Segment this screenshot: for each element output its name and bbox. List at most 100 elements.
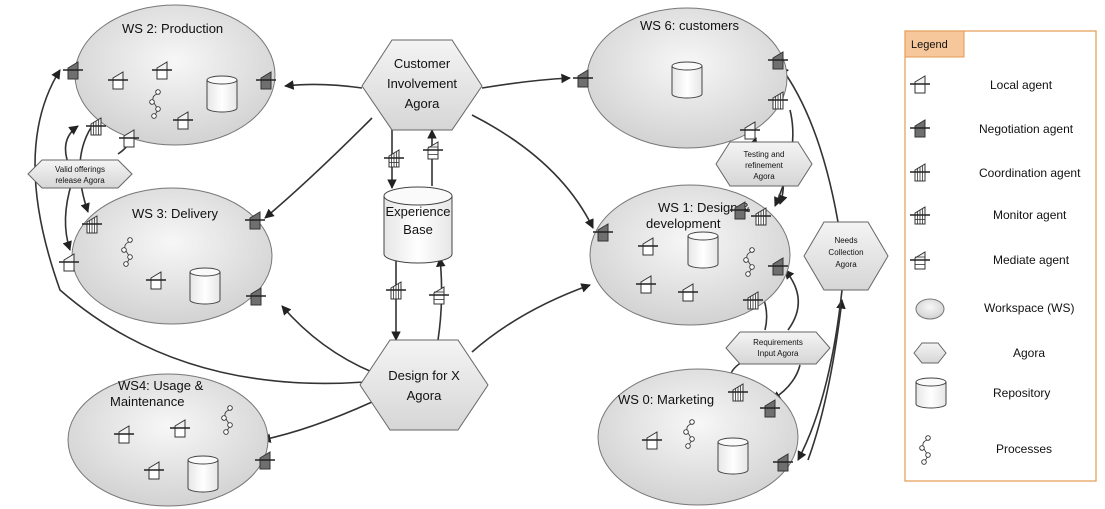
- agora-label-line2: Involvement: [387, 76, 457, 91]
- negotiation-agent-icon: [255, 451, 275, 470]
- agora-label-line3: Agora: [753, 172, 775, 181]
- workspace-marketing: WS 0: Marketing: [597, 368, 799, 506]
- legend-label-monitor-agent: Monitor agent: [993, 208, 1067, 222]
- legend-label-processes: Processes: [996, 442, 1052, 456]
- agora-valid-offerings: Valid offerings release Agora: [27, 159, 133, 189]
- agora-label-line1: Customer: [394, 56, 451, 71]
- negotiation-agent-icon: [768, 257, 788, 276]
- agents-layer: [59, 51, 793, 493]
- local-agent-icon: [170, 419, 190, 438]
- agora-label-line1: Design for X: [388, 368, 460, 383]
- mediate-agent-icon: [910, 251, 930, 270]
- workspace-title-delivery: WS 3: Delivery: [132, 206, 218, 221]
- legend-label-agora: Agora: [1013, 346, 1045, 360]
- agora-icon: [725, 331, 831, 365]
- workspace-title-marketing: WS 0: Marketing: [618, 392, 714, 407]
- agora-label-line1: Testing and: [744, 150, 785, 159]
- repository-top: [383, 186, 453, 206]
- agora-customer-involvement: Customer Involvement Agora: [361, 39, 483, 131]
- legend-title: Legend: [911, 39, 948, 51]
- coordination-agent-icon: [728, 383, 748, 402]
- local-agent-icon: [638, 237, 658, 256]
- repository-icon: [383, 196, 453, 264]
- repository-label-line2: Base: [403, 222, 433, 237]
- coordination-agent-icon: [768, 91, 788, 110]
- coordination-agent-icon: [82, 215, 102, 234]
- workspace-title-production: WS 2: Production: [122, 21, 223, 36]
- agora-icon: [913, 342, 947, 364]
- negotiation-agent-icon: [730, 201, 750, 220]
- agora-testing-refinement: Testing and refinement Agora: [715, 141, 813, 187]
- legend: Legend Local agent Negotiation agent Coo…: [904, 30, 1097, 482]
- agora-icon: [361, 39, 483, 131]
- agora-needs-collection: Needs Collection Agora: [803, 221, 889, 291]
- workspace-title-customers: WS 6: customers: [640, 18, 739, 33]
- coordination-agent-icon: [751, 207, 771, 226]
- negotiation-agent-icon: [910, 119, 930, 138]
- processes-icon: [121, 237, 133, 267]
- workspace-production: WS 2: Production: [74, 4, 276, 146]
- monitor-agent-icon: [910, 206, 930, 225]
- workspace-icon: [597, 368, 799, 506]
- local-agent-icon: [678, 283, 698, 302]
- local-agent-icon: [173, 111, 193, 130]
- workspace-delivery: WS 3: Delivery: [71, 187, 273, 325]
- workspace-title-design-line2: development: [646, 216, 721, 231]
- legend-label-negotiation-agent: Negotiation agent: [979, 122, 1074, 136]
- agora-icon: [27, 159, 133, 189]
- local-agent-icon: [740, 121, 760, 140]
- agora-label-line2: Collection: [828, 248, 863, 257]
- workspace-title-design-line1: WS 1: Design &: [658, 200, 750, 215]
- experience-base-repository: Experience Base: [383, 186, 453, 264]
- repository-label-line1: Experience: [385, 204, 450, 219]
- negotiation-agent-icon: [768, 51, 788, 70]
- agora-icon: [359, 339, 489, 431]
- negotiation-agent-icon: [760, 399, 780, 418]
- mediate-agent-icon: [423, 141, 443, 160]
- agora-label-line3: Agora: [405, 96, 440, 111]
- negotiation-agent-icon: [246, 287, 266, 306]
- negotiation-agent-icon: [573, 69, 593, 88]
- agora-label-line2: Input Agora: [758, 349, 799, 358]
- mediate-agent-icon: [429, 286, 449, 305]
- agora-label-line1: Valid offerings: [55, 165, 105, 174]
- legend-label-mediate-agent: Mediate agent: [993, 253, 1070, 267]
- workspace-icon: [915, 298, 945, 320]
- agora-icon: [715, 141, 813, 187]
- legend-label-local-agent: Local agent: [990, 78, 1053, 92]
- negotiation-agent-icon: [245, 211, 265, 230]
- agora-label-line2: release Agora: [55, 176, 105, 185]
- negotiation-agent-icon: [63, 61, 83, 80]
- local-agent-icon: [910, 75, 930, 94]
- repository-icon: [915, 377, 947, 409]
- coordination-agent-icon: [910, 163, 930, 182]
- local-agent-icon: [152, 61, 172, 80]
- repository-icon: [671, 61, 703, 99]
- local-agent-icon: [146, 271, 166, 290]
- negotiation-agent-icon: [256, 71, 276, 90]
- agora-requirements-input: Requirements Input Agora: [725, 331, 831, 365]
- agora-icon: [803, 221, 889, 291]
- repository-icon: [717, 437, 749, 475]
- coordination-agent-icon: [743, 291, 763, 310]
- agora-label-line1: Needs: [834, 236, 857, 245]
- agora-label-line3: Agora: [835, 260, 857, 269]
- repository-icon: [206, 75, 238, 113]
- processes-icon: [683, 419, 695, 449]
- legend-label-workspace: Workspace (WS): [984, 301, 1074, 315]
- processes-icon: [919, 435, 931, 465]
- negotiation-agent-icon: [773, 453, 793, 472]
- monitor-agent-icon: [384, 149, 404, 168]
- local-agent-icon: [108, 71, 128, 90]
- processes-icon: [149, 89, 161, 119]
- local-agent-icon: [59, 253, 79, 272]
- coordination-agent-icon: [386, 281, 406, 300]
- legend-label-coordination-agent: Coordination agent: [979, 166, 1081, 180]
- agora-label-line1: Requirements: [753, 338, 803, 347]
- repository-icon: [187, 455, 219, 493]
- workspace-title-usage-line1: WS4: Usage &: [118, 378, 204, 393]
- processes-icon: [221, 405, 233, 435]
- legend-header: [904, 30, 965, 58]
- legend-icons: [910, 75, 947, 465]
